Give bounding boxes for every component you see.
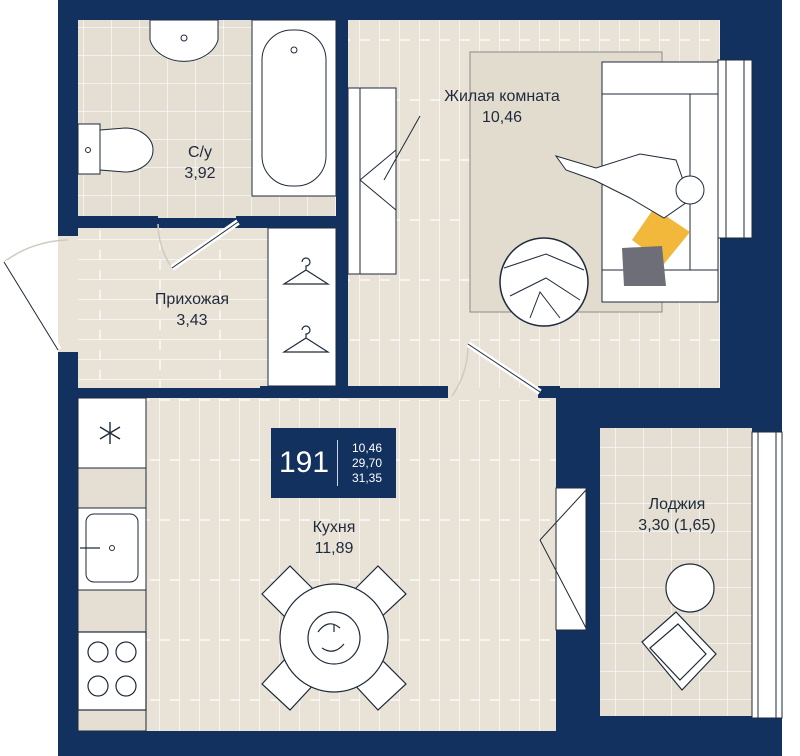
wall-left <box>58 0 78 236</box>
loggia-table <box>665 563 715 613</box>
loggia-name: Лоджия <box>648 496 706 513</box>
badge-living-area: 10,46 <box>351 441 383 455</box>
living-label: Жилая комната 10,46 <box>414 86 590 128</box>
badge-total-area: 29,70 <box>351 456 383 470</box>
wall-bath-hall <box>78 216 158 228</box>
loggia-label: Лоджия 3,30 (1,65) <box>612 494 742 536</box>
loggia-area: 3,30 (1,65) <box>638 517 716 534</box>
entry-door-opening <box>58 236 78 352</box>
hall-area: 3,43 <box>176 312 208 329</box>
bathroom-name: С/у <box>188 144 212 161</box>
wall-bottom <box>58 731 568 756</box>
wall-left-2 <box>58 352 78 756</box>
window-kitchen <box>555 487 587 631</box>
snowflake-icon <box>99 422 121 444</box>
window-loggia <box>751 431 783 719</box>
window-living <box>717 59 753 239</box>
hanger-icon <box>281 257 331 353</box>
loggia-armchair <box>641 611 717 691</box>
bathroom-area: 3,92 <box>184 165 216 182</box>
wall-loggia-bottom <box>556 716 782 756</box>
kitchen-sink <box>77 507 147 591</box>
kitchen-area: 11,89 <box>314 540 354 557</box>
sink-icon <box>149 19 219 62</box>
apartment-badge: 191 10,46 29,70 31,35 <box>271 428 396 498</box>
living-area: 10,46 <box>481 109 523 126</box>
bathroom-door-arc <box>157 223 173 269</box>
window-living-inner <box>725 59 745 239</box>
kitchen-name: Кухня <box>312 519 356 536</box>
hall-wardrobe <box>267 227 337 387</box>
entry-door-arc <box>3 239 69 263</box>
entry-door-leaf-edge <box>3 261 59 351</box>
toilet-icon <box>77 123 154 175</box>
person-sketch <box>554 153 705 219</box>
living-wardrobe-lines <box>359 88 421 274</box>
bathtub-icon <box>251 19 337 197</box>
window-loggia-inner <box>757 431 777 719</box>
badge-areas: 10,46 29,70 31,35 <box>341 441 393 486</box>
wall-kitchen-right <box>556 388 600 488</box>
bathroom-label: С/у 3,92 <box>168 142 232 184</box>
living-door-arc <box>451 343 469 397</box>
wall-bath-hall-2 <box>236 216 340 228</box>
badge-area-with-loggia: 31,35 <box>351 471 383 485</box>
hall-label: Прихожая 3,43 <box>132 289 252 331</box>
wall-living-kitchen-2 <box>538 386 560 398</box>
wall-left-gap <box>0 0 58 756</box>
kitchen-label: Кухня 11,89 <box>290 517 378 559</box>
wall-bath-living <box>336 20 348 388</box>
living-name: Жилая комната <box>444 88 560 105</box>
gray-cushion <box>622 246 666 286</box>
hall-name: Прихожая <box>154 291 230 308</box>
kitchen-window-leaf <box>539 489 587 629</box>
badge-divider <box>337 440 338 486</box>
coffee-table <box>499 237 589 327</box>
fridge <box>77 397 147 469</box>
living-wardrobe <box>347 87 397 275</box>
living-door-leaf-edge <box>467 343 541 393</box>
bathroom-door-leaf-edge <box>171 221 239 269</box>
apartment-number: 191 <box>278 446 330 479</box>
wall-kitchen-right-2 <box>556 630 600 731</box>
hob-icon <box>77 631 147 711</box>
wall-living-kitchen <box>260 386 448 398</box>
dining-set <box>261 565 407 711</box>
wall-top-gap <box>58 0 720 20</box>
